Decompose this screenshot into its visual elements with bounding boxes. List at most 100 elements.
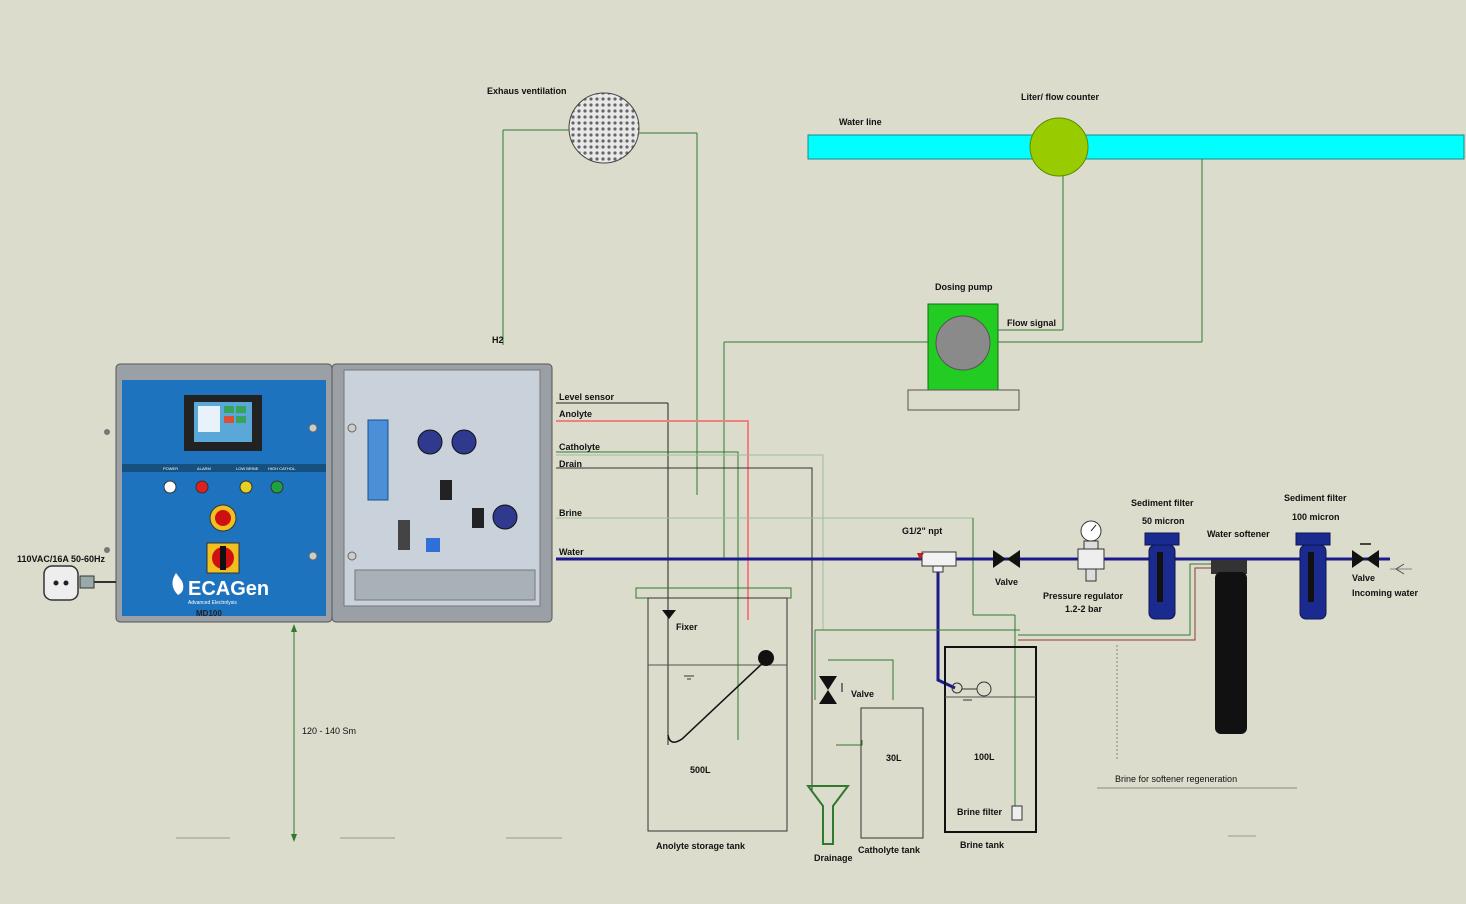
level-valve-icon <box>426 538 440 552</box>
sediment-filter-50-label: Sediment filter <box>1131 498 1194 508</box>
solenoid-valve-icon <box>472 508 484 528</box>
brine-tank: 100L Brine filter Brine tank <box>944 646 1037 850</box>
catholyte-tank: 30L Catholyte tank <box>858 707 924 855</box>
power-spec-label: 110VAC/16A 50-60Hz <box>17 554 106 564</box>
fitting-label: G1/2" npt <box>902 526 942 536</box>
socket-icon <box>43 565 79 601</box>
exhaust-fan-icon <box>568 92 640 164</box>
power-socket: 110VAC/16A 50-60Hz <box>17 554 116 601</box>
indicator-alarm-label: ALARM <box>197 466 211 471</box>
peristaltic-pump-icon <box>417 429 443 455</box>
flow-counter-label: Liter/ flow counter <box>1021 92 1100 102</box>
inlet-train: G1/2" npt Valve Pressure regulator 1.2-2… <box>902 493 1419 784</box>
brand-name: ECAGen <box>188 578 269 600</box>
drain-label: Drain <box>559 459 582 469</box>
low-brine-indicator-light <box>239 480 253 494</box>
catholyte-label: Catholyte <box>559 442 600 452</box>
peristaltic-pump-icon <box>451 429 477 455</box>
brine-filter-label: Brine filter <box>957 807 1003 817</box>
height-dimension: 120 - 140 Sm <box>291 624 356 842</box>
indicator-high-cathol-label: HIGH CATHOL. <box>268 466 296 471</box>
water-line-pipe <box>807 134 1465 160</box>
drainage-label: Drainage <box>814 853 853 863</box>
dosing-pump: Dosing pump Flow signal <box>723 282 1056 560</box>
catholyte-tank-label: Catholyte tank <box>858 845 921 855</box>
anolyte-storage-tank: Fixer 500L Anolyte storage tank <box>635 587 792 851</box>
sediment-filter-100-head <box>1295 532 1331 546</box>
brine-regen-label: Brine for softener regeneration <box>1115 774 1237 784</box>
water-softener-label: Water softener <box>1207 529 1270 539</box>
water-label: Water <box>559 547 584 557</box>
h2-label: H2 <box>492 335 504 345</box>
brine-level-icon <box>976 681 992 697</box>
flow-signal-label: Flow signal <box>1007 318 1056 328</box>
solenoid-valve-icon <box>440 480 452 500</box>
brine-volume-label: 100L <box>974 752 995 762</box>
drainage: Valve Drainage <box>806 676 874 863</box>
brine-float-icon <box>951 682 963 694</box>
brine-tank-body <box>944 646 1037 833</box>
pressure-regulator-icon <box>1077 548 1105 570</box>
anolyte-volume-label: 500L <box>690 765 711 775</box>
brine-label: Brine <box>559 508 582 518</box>
drain-valve-icon <box>819 676 837 690</box>
device-pipes <box>556 402 1412 815</box>
level-float-icon <box>758 650 774 666</box>
fixer-label: Fixer <box>676 622 698 632</box>
plug-icon <box>79 575 95 589</box>
hinge <box>104 547 110 553</box>
inlet-valve-icon <box>1352 550 1365 568</box>
high-cathol-indicator-light <box>270 480 284 494</box>
sediment-filter-50-size: 50 micron <box>1142 516 1185 526</box>
drain-valve-label: Valve <box>851 689 874 699</box>
electrolytic-cell <box>367 419 389 501</box>
model-name: MD100 <box>196 609 222 618</box>
brine-filter-icon <box>1011 805 1023 821</box>
brand-tagline: Advanced Electrolysis <box>188 600 237 606</box>
height-label: 120 - 140 Sm <box>302 726 356 736</box>
water-line-label: Water line <box>839 117 882 127</box>
incoming-water-label: Incoming water <box>1352 588 1419 598</box>
valve-label: Valve <box>995 577 1018 587</box>
dosing-pump-label: Dosing pump <box>935 282 993 292</box>
alarm-indicator-light <box>195 480 209 494</box>
hinge <box>104 429 110 435</box>
water-softener-icon <box>1215 572 1247 734</box>
valve-icon <box>993 550 1006 568</box>
peristaltic-pump-icon <box>492 504 518 530</box>
power-indicator-light <box>163 480 177 494</box>
tee-fitting-icon <box>921 551 957 567</box>
softener-valve-head <box>1211 560 1247 574</box>
dosing-pump-base <box>907 389 1020 411</box>
level-sensor-label: Level sensor <box>559 392 615 402</box>
anolyte-tank-body <box>647 597 788 832</box>
drainage-funnel-icon <box>806 785 850 845</box>
catholyte-volume-label: 30L <box>886 753 902 763</box>
flow-counter-icon <box>1029 117 1089 177</box>
sediment-filter-100-size: 100 micron <box>1292 512 1340 522</box>
anolyte-tank-label: Anolyte storage tank <box>656 841 746 851</box>
emergency-stop-icon <box>215 510 231 526</box>
sediment-filter-50-head <box>1144 532 1180 546</box>
ground-lines <box>176 835 1256 839</box>
water-line: Water line Liter/ flow counter <box>807 92 1465 343</box>
exhaust-ventilation: Exhaus ventilation <box>487 86 698 495</box>
anolyte-label: Anolyte <box>559 409 592 419</box>
brine-tank-label: Brine tank <box>960 840 1005 850</box>
level-float-arm <box>667 659 767 743</box>
indicator-low-brine-label: LOW BRINE <box>236 466 259 471</box>
pressure-range-label: 1.2-2 bar <box>1065 604 1103 614</box>
flow-sensor-icon <box>398 520 410 550</box>
ecagen-logo-icon <box>172 573 184 595</box>
ecagen-device: POWER ALARM LOW BRINE HIGH CATHOL. ECAGe… <box>104 363 553 623</box>
inlet-valve-label: Valve <box>1352 573 1375 583</box>
pressure-regulator <box>1077 520 1105 582</box>
fixer-icon <box>662 610 676 619</box>
indicator-power-label: POWER <box>163 466 178 471</box>
flow-direction-arrow-icon <box>1395 563 1405 575</box>
dosing-pump-icon <box>935 315 991 371</box>
sediment-filter-100-label: Sediment filter <box>1284 493 1347 503</box>
anolyte-tank-lid <box>635 587 792 599</box>
